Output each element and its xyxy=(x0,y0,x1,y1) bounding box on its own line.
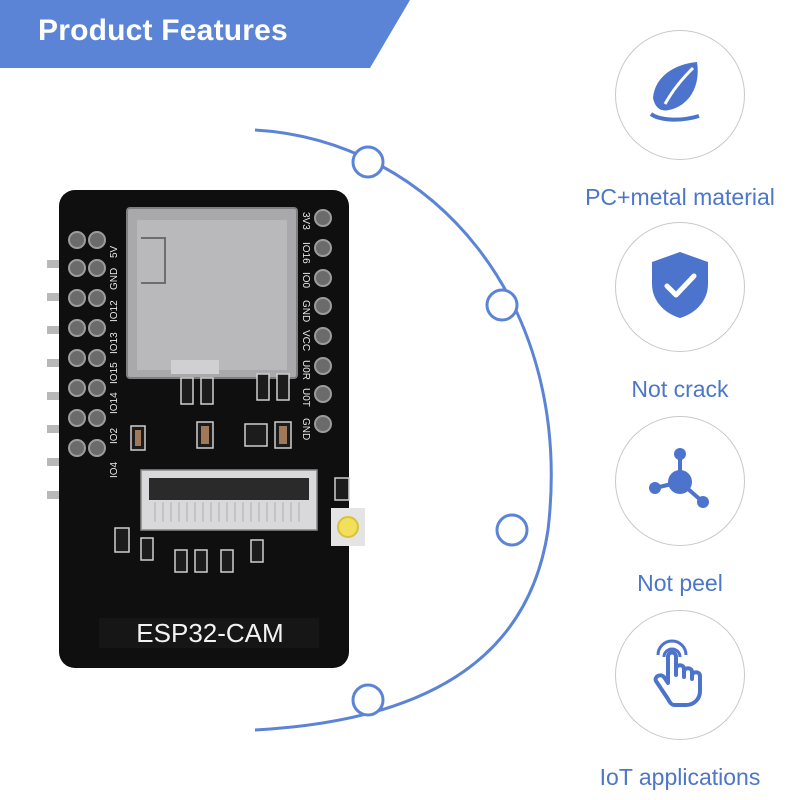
pin-label: IO2 xyxy=(109,427,120,444)
feature-not-crack: Not crack xyxy=(555,222,800,403)
arc-node xyxy=(351,145,385,179)
left-header-pins xyxy=(47,260,65,499)
pin-label: GND xyxy=(300,418,311,440)
molecule-icon xyxy=(647,446,713,517)
right-pin-holes xyxy=(314,209,332,433)
arc-node xyxy=(351,683,385,717)
pin-label: IO14 xyxy=(109,392,120,414)
banner-title: Product Features xyxy=(38,14,288,47)
feature-icon-circle xyxy=(615,30,745,160)
arc-node xyxy=(495,513,529,547)
pin-label: IO0 xyxy=(300,272,311,289)
left-pin-labels: IO4 IO2 IO14 IO15 IO13 IO12 GND 5V xyxy=(109,245,120,478)
pin-label: IO13 xyxy=(109,332,120,354)
pin-label: U0R xyxy=(300,360,311,380)
esp32-cam-board: IO4 IO2 IO14 IO15 IO13 IO12 GND 5V 3V3 I… xyxy=(45,178,395,683)
right-pin-labels: 3V3 IO16 IO0 GND VCC U0R U0T GND xyxy=(300,212,311,440)
pin-label: VCC xyxy=(300,330,311,351)
leaf-icon xyxy=(645,58,715,133)
shield-check-icon xyxy=(648,250,712,325)
banner xyxy=(0,0,410,68)
pin-label: 5V xyxy=(109,245,120,258)
pin-label: IO12 xyxy=(109,300,120,322)
feature-label: Not crack xyxy=(631,376,729,402)
feature-icon-circle xyxy=(615,222,745,352)
pin-label: U0T xyxy=(300,388,311,407)
feature-label: IoT applications xyxy=(599,764,761,790)
pin-label: IO15 xyxy=(109,362,120,384)
left-pin-holes xyxy=(68,231,106,457)
feature-pc-metal-material: PC+metal material xyxy=(555,30,800,211)
feature-icon-circle xyxy=(615,416,745,546)
feature-label: Not peel xyxy=(637,570,723,596)
pin-label: IO4 xyxy=(109,461,120,478)
arc-node xyxy=(485,288,519,322)
feature-iot-applications: IoT applications xyxy=(555,610,800,791)
feature-not-peel: Not peel xyxy=(555,416,800,597)
pin-label: IO16 xyxy=(300,242,311,264)
feature-label: PC+metal material xyxy=(585,184,775,210)
board-label: ESP32-CAM xyxy=(136,618,283,648)
pin-label: GND xyxy=(109,268,120,290)
pin-label: GND xyxy=(300,300,311,322)
feature-icon-circle xyxy=(615,610,745,740)
touch-hand-icon xyxy=(642,635,718,716)
pin-label: 3V3 xyxy=(300,212,311,230)
